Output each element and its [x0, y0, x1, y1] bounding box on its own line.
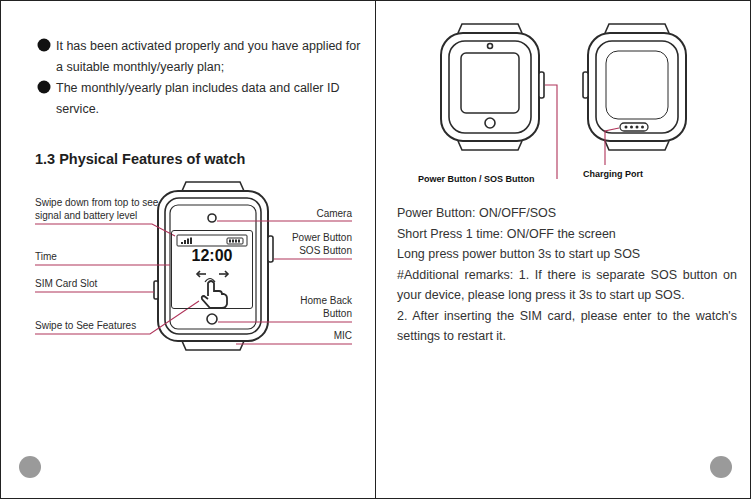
page-number-dot: [710, 456, 732, 478]
callout-label: MIC: [292, 329, 352, 342]
instruction-text: #Additional remarks: 1. If there is sepa…: [397, 265, 737, 306]
section-heading: 1.3 Physical Features of watch: [35, 151, 245, 167]
instruction-text: Long press power button 3s to start up S…: [397, 244, 737, 265]
page-number-dot: [19, 456, 41, 478]
bullet-text: It has been activated properly and you h…: [56, 36, 361, 77]
callout-label: Home Back Button: [282, 295, 352, 320]
time-text: 12:00: [172, 231, 252, 265]
leader-line: [35, 291, 154, 292]
watch-back: [583, 24, 686, 150]
watch-front-large: [154, 182, 273, 350]
callout-label: Swipe down from top to see signal and ba…: [35, 196, 163, 222]
part-label: Power Button / SOS Button: [418, 173, 553, 185]
leader-line: [545, 85, 557, 179]
screen-display: 12:00: [171, 230, 253, 309]
page-divider: [375, 0, 376, 499]
callout-label: Swipe to See Features: [35, 319, 155, 332]
part-label: Charging Port: [583, 168, 673, 180]
callout-label: SIM Card Slot: [35, 277, 145, 290]
instruction-text: Short Press 1 time: ON/OFF the screen: [397, 224, 737, 245]
callout-label: Camera: [292, 207, 352, 220]
callout-label: Time: [35, 250, 115, 263]
bullet-dot: [38, 81, 51, 94]
leader-line: [236, 343, 352, 344]
bullet-dot: [38, 39, 51, 52]
instruction-text: 2. After inserting the SIM card, please …: [397, 306, 737, 347]
leader-line: [35, 224, 175, 236]
leader-line: [218, 321, 352, 322]
leader-line: [217, 220, 352, 221]
leader-line: [35, 301, 199, 334]
leader-line: [605, 128, 619, 165]
leader-line: [274, 258, 352, 259]
bullet-text: The monthly/yearly plan includes data an…: [56, 78, 361, 119]
instruction-column: Power Button: ON/OFF/SOSShort Press 1 ti…: [397, 203, 737, 347]
leader-line: [35, 264, 170, 265]
callout-label: Power Button SOS Button: [282, 232, 352, 257]
instruction-text: Power Button: ON/OFF/SOS: [397, 203, 737, 224]
watch-front-small: [441, 24, 544, 150]
